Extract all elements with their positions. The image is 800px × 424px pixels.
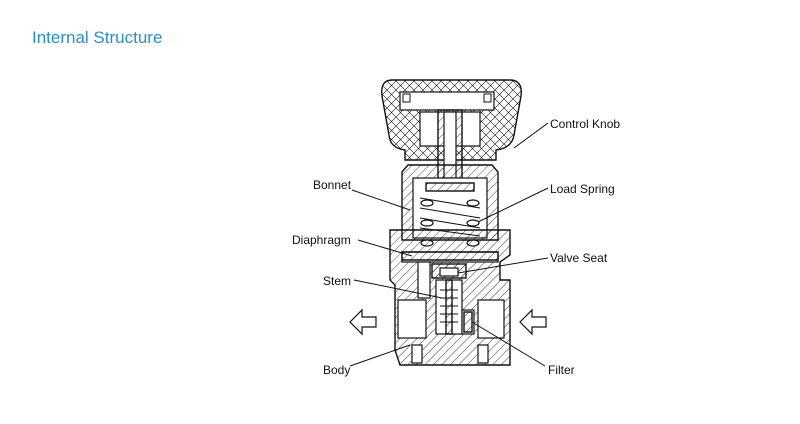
- label-bonnet: Bonnet: [313, 178, 352, 192]
- diaphragm-part: [401, 251, 499, 261]
- filter-part: [461, 309, 475, 335]
- inlet-arrow-icon: [519, 308, 547, 336]
- outlet-arrow-icon: [349, 308, 377, 336]
- page-title: Internal Structure: [32, 28, 163, 47]
- label-valve-seat: Valve Seat: [550, 251, 608, 265]
- label-filter: Filter: [548, 363, 575, 377]
- label-control-knob: Control Knob: [550, 117, 620, 131]
- control-knob-part: [381, 79, 522, 181]
- valve-seat-part: [431, 263, 467, 279]
- leader-lines: [349, 122, 549, 367]
- label-load-spring: Load Spring: [550, 182, 615, 196]
- label-diaphragm: Diaphragm: [292, 233, 351, 247]
- stem-part: [435, 279, 463, 335]
- label-body: Body: [323, 363, 350, 377]
- label-stem: Stem: [323, 274, 351, 288]
